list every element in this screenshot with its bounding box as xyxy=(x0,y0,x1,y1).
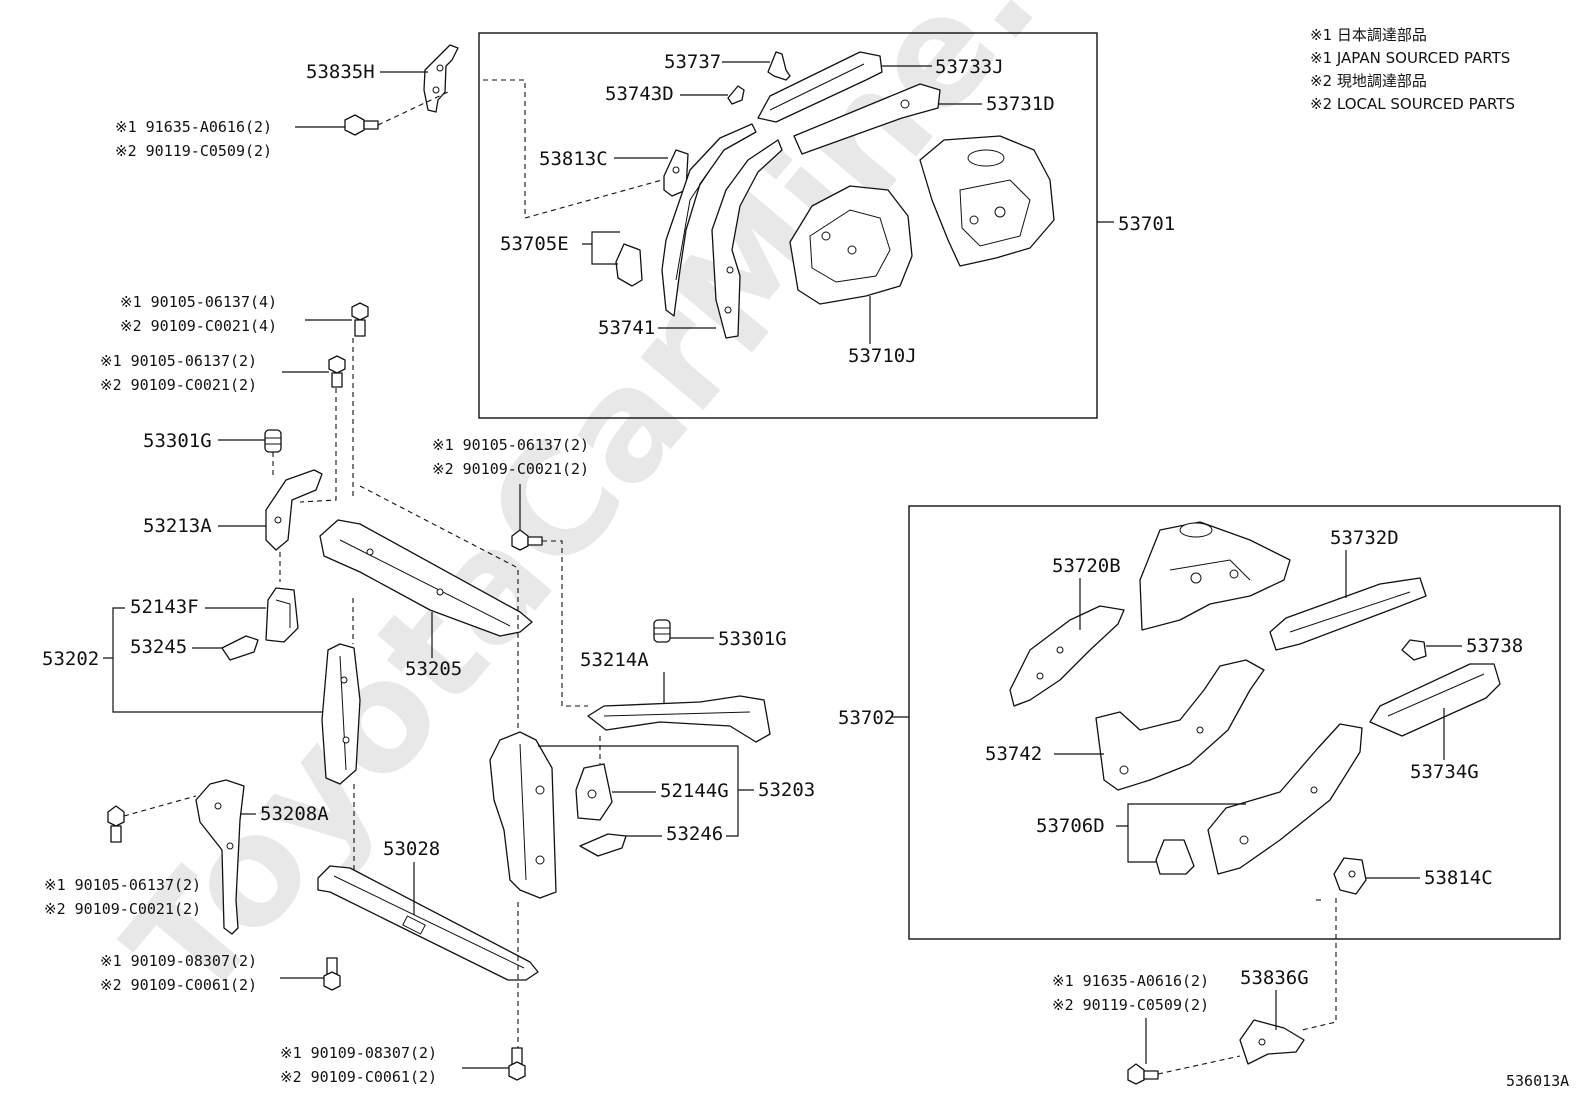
label-53245: 53245 xyxy=(130,636,187,658)
group-box-53702 xyxy=(908,505,1561,940)
bolt-icon xyxy=(107,805,125,843)
label-53738: 53738 xyxy=(1466,635,1523,657)
bolt-label: ※1 90109-08307(2) xyxy=(280,1044,437,1062)
diagram-number: 536013A xyxy=(1506,1072,1569,1090)
part-53733J[interactable] xyxy=(757,51,883,123)
legend-line: ※1 日本調達部品 xyxy=(1310,26,1427,44)
bolt-label: ※1 90105-06137(2) xyxy=(44,876,201,894)
label-53732D: 53732D xyxy=(1330,527,1399,549)
bolt-icon xyxy=(328,355,346,388)
label-53737: 53737 xyxy=(664,51,721,73)
part-53202-support[interactable] xyxy=(321,643,361,785)
label-53835H: 53835H xyxy=(306,61,375,83)
bolt-label: ※2 90109-C0061(2) xyxy=(100,976,257,994)
label-52144G: 52144G xyxy=(660,780,729,802)
bolt-icon xyxy=(323,957,341,991)
part-strut-tower xyxy=(919,135,1055,267)
bolt-label: ※2 90109-C0021(2) xyxy=(100,376,257,394)
bolt-icon xyxy=(508,1047,526,1081)
bolt-label: ※1 91635-A0616(2) xyxy=(1052,972,1209,990)
bolt-icon xyxy=(344,114,379,136)
label-53214A: 53214A xyxy=(580,649,649,671)
label-53836G: 53836G xyxy=(1240,967,1309,989)
part-53720B[interactable] xyxy=(1009,605,1125,707)
label-53028: 53028 xyxy=(383,838,440,860)
label-53741: 53741 xyxy=(598,317,655,339)
label-53213A: 53213A xyxy=(143,515,212,537)
label-53710J: 53710J xyxy=(848,345,917,367)
part-53705E[interactable] xyxy=(615,243,643,287)
group-box-53701 xyxy=(478,32,1098,419)
label-53205: 53205 xyxy=(405,658,462,680)
label-53701: 53701 xyxy=(1118,213,1175,235)
label-53208A: 53208A xyxy=(260,803,329,825)
legend-line: ※1 JAPAN SOURCED PARTS xyxy=(1310,49,1510,67)
part-53737[interactable] xyxy=(767,51,791,81)
label-53813C: 53813C xyxy=(539,148,608,170)
bolt-label: ※1 90105-06137(2) xyxy=(432,436,589,454)
label-53301G: 53301G xyxy=(718,628,787,650)
part-53732D[interactable] xyxy=(1269,577,1427,651)
part-53706D[interactable] xyxy=(1207,723,1363,875)
bolt-icon xyxy=(351,302,369,337)
bolt-label: ※2 90109-C0021(2) xyxy=(432,460,589,478)
part-53742[interactable] xyxy=(1095,659,1265,791)
legend-line: ※2 LOCAL SOURCED PARTS xyxy=(1310,95,1515,113)
part-52144G[interactable] xyxy=(575,763,613,821)
part-53213A[interactable] xyxy=(265,469,323,551)
part-53738[interactable] xyxy=(1401,639,1427,661)
bolt-label: ※2 90109-C0021(4) xyxy=(120,317,277,335)
part-53203-side[interactable] xyxy=(489,731,557,899)
label-53246: 53246 xyxy=(666,823,723,845)
part-53301G[interactable] xyxy=(264,429,282,453)
legend-line: ※2 現地調達部品 xyxy=(1310,72,1427,90)
bolt-label: ※2 90119-C0509(2) xyxy=(1052,996,1209,1014)
bolt-label: ※2 90119-C0509(2) xyxy=(115,142,272,160)
part-52143F[interactable] xyxy=(265,587,299,643)
bolt-label: ※2 90109-C0061(2) xyxy=(280,1068,437,1086)
part-53205[interactable] xyxy=(319,519,533,637)
part-53245[interactable] xyxy=(221,635,259,661)
part-53214A[interactable] xyxy=(587,695,771,743)
bolt-label: ※2 90109-C0021(2) xyxy=(44,900,201,918)
part-53706D-bracket[interactable] xyxy=(1155,839,1195,875)
part-53301G[interactable] xyxy=(653,619,671,643)
part-53246[interactable] xyxy=(579,833,627,857)
part-53836G[interactable] xyxy=(1239,1019,1305,1065)
bolt-label: ※1 90109-08307(2) xyxy=(100,952,257,970)
part-53743D[interactable] xyxy=(727,85,745,105)
part-53741[interactable] xyxy=(711,139,783,339)
label-53733J: 53733J xyxy=(935,56,1004,78)
part-53028[interactable] xyxy=(317,865,539,981)
part-53814C[interactable] xyxy=(1333,857,1367,895)
bolt-label: ※1 90105-06137(4) xyxy=(120,293,277,311)
legend: ※1 日本調達部品 ※1 JAPAN SOURCED PARTS ※2 現地調達… xyxy=(1310,26,1515,113)
bolt-label: ※1 91635-A0616(2) xyxy=(115,118,272,136)
label-53814C: 53814C xyxy=(1424,867,1493,889)
part-53710J[interactable] xyxy=(789,185,913,305)
bolt-label: ※1 90105-06137(2) xyxy=(100,352,257,370)
label-53743D: 53743D xyxy=(605,83,674,105)
label-53702: 53702 xyxy=(838,707,895,729)
label-53203: 53203 xyxy=(758,779,815,801)
label-52143F: 52143F xyxy=(130,596,199,618)
label-53720B: 53720B xyxy=(1052,555,1121,577)
part-apron-inner xyxy=(661,123,757,317)
part-53208A[interactable] xyxy=(195,779,245,935)
label-53705E: 53705E xyxy=(500,233,569,255)
label-53706D: 53706D xyxy=(1036,815,1105,837)
bolt-icon xyxy=(1127,1063,1159,1085)
label-53742: 53742 xyxy=(985,743,1042,765)
label-53734G: 53734G xyxy=(1410,761,1479,783)
label-53731D: 53731D xyxy=(986,93,1055,115)
label-53202: 53202 xyxy=(42,648,99,670)
part-53835H[interactable] xyxy=(423,44,459,113)
part-53734G[interactable] xyxy=(1369,663,1501,737)
part-53731D[interactable] xyxy=(793,83,941,155)
part-strut-tower xyxy=(1139,521,1291,631)
label-53301G: 53301G xyxy=(143,430,212,452)
